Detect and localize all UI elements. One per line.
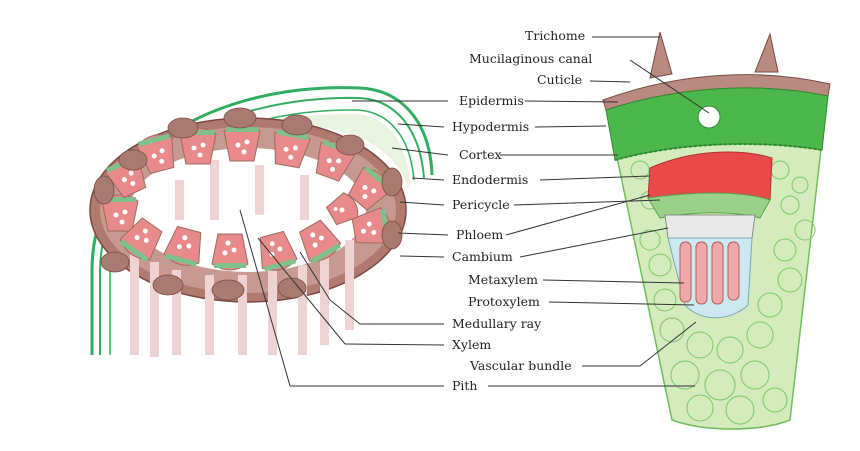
label-cambium: Cambium <box>452 249 513 264</box>
label-vascular-bundle: Vascular bundle <box>469 358 572 373</box>
mucilaginous-canal <box>697 105 721 129</box>
label-cortex: Cortex <box>459 147 502 162</box>
left-stem-section <box>89 86 434 357</box>
label-endodermis: Endodermis <box>452 172 528 187</box>
label-metaxylem: Metaxylem <box>468 272 538 287</box>
label-cuticle: Cuticle <box>537 72 582 87</box>
label-epidermis: Epidermis <box>459 93 524 108</box>
label-pith: Pith <box>452 378 477 393</box>
label-medullary-ray: Medullary ray <box>452 316 542 331</box>
label-mucilaginous-canal: Mucilaginous canal <box>469 51 592 66</box>
label-hypodermis: Hypodermis <box>452 119 529 134</box>
label-phloem: Phloem <box>456 227 503 242</box>
right-magnified-sector <box>602 31 831 430</box>
annotation-labels: Trichome Mucilaginous canal Cuticle Epid… <box>239 28 710 393</box>
cortex-region <box>112 113 410 355</box>
medullary-rays <box>130 160 354 357</box>
trichome-left <box>649 31 673 79</box>
metaxylem-vessels <box>679 241 740 305</box>
label-pericycle: Pericycle <box>452 197 510 212</box>
cambium-band <box>664 214 756 239</box>
label-trichome: Trichome <box>525 28 585 43</box>
trichome-right <box>754 32 779 73</box>
sclerenchyma-caps <box>93 107 403 301</box>
label-protoxylem: Protoxylem <box>468 294 540 309</box>
label-xylem: Xylem <box>452 337 491 352</box>
phloem-band <box>647 192 771 219</box>
